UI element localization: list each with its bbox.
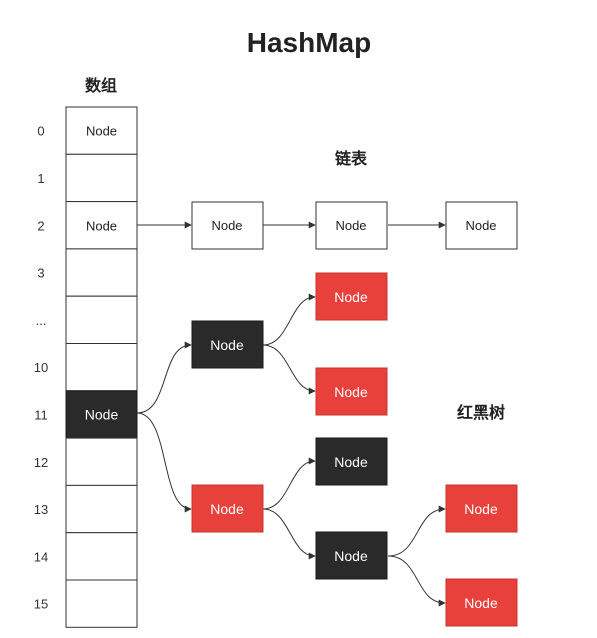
tree-node-right: Node: [191, 484, 264, 533]
array-cell: Node: [65, 106, 138, 155]
array-index-label: 3: [37, 266, 44, 281]
tree-node-rr-left-label: Node: [464, 501, 498, 517]
array-index-label: ...: [36, 313, 47, 328]
array-index-label: 13: [34, 502, 48, 517]
tree-node-right-right: Node: [315, 531, 388, 580]
array-cell: [65, 484, 138, 534]
array-index-label: 10: [34, 360, 48, 375]
list-node-1-label: Node: [211, 218, 242, 233]
tree-node-rr-left: Node: [445, 484, 518, 533]
array-cell: [65, 437, 138, 486]
list-node-2-label: Node: [335, 218, 366, 233]
tree-node-right-left: Node: [315, 437, 388, 486]
edge-left-right: [262, 344, 316, 395]
tree-node-rr-right-label: Node: [464, 595, 498, 611]
edge-rr-right: [387, 555, 446, 607]
tree-node-left-left: Node: [315, 272, 388, 321]
array-index-label: 11: [34, 407, 48, 422]
list-node-1: Node: [191, 201, 264, 250]
edge-left-left: [262, 293, 316, 346]
array-index-label: 1: [37, 171, 44, 186]
diagram-title: HashMap: [247, 27, 371, 58]
array-cell: [65, 153, 138, 203]
tree-node-left: Node: [191, 320, 264, 369]
tree-node-right-label: Node: [210, 501, 244, 517]
array-index-label: 14: [34, 549, 48, 564]
list-node-3-label: Node: [465, 218, 496, 233]
array-index-label: 0: [37, 124, 44, 139]
edge-right-right: [262, 508, 316, 560]
tree-node-right-left-label: Node: [334, 454, 368, 470]
rb-tree-label: 红黑树: [457, 403, 505, 422]
tree-node-right-right-label: Node: [334, 548, 368, 564]
array-cell-label: Node: [86, 124, 117, 139]
array-index-label: 12: [34, 455, 48, 470]
edge-root-right: [136, 412, 192, 513]
array-cell: Node: [65, 390, 138, 439]
array-cell: [65, 343, 138, 392]
tree-node-rr-right: Node: [445, 578, 518, 627]
tree-node-left-left-label: Node: [334, 289, 368, 305]
tree-node-left-right-label: Node: [334, 384, 368, 400]
array-cell: [65, 248, 138, 297]
list-node-3: Node: [445, 201, 518, 250]
array-cell: Node: [65, 201, 138, 250]
tree-node-left-right: Node: [315, 367, 388, 416]
tree-node-left-label: Node: [210, 337, 244, 353]
array-cell: [65, 295, 138, 345]
array-index-label: 15: [34, 597, 48, 612]
array-index-label: 2: [37, 218, 44, 233]
edge-root-left: [136, 341, 192, 414]
list-node-2: Node: [315, 201, 388, 250]
edge-rr-left: [387, 505, 446, 557]
edge-right-left: [262, 457, 316, 510]
array-cell-label: Node: [85, 406, 119, 422]
array-label: 数组: [85, 76, 117, 95]
array-cell-label: Node: [86, 218, 117, 233]
linked-list-label: 链表: [335, 149, 368, 168]
array-cell: [65, 532, 138, 581]
array-cell: [65, 579, 138, 628]
edges: [136, 221, 446, 607]
